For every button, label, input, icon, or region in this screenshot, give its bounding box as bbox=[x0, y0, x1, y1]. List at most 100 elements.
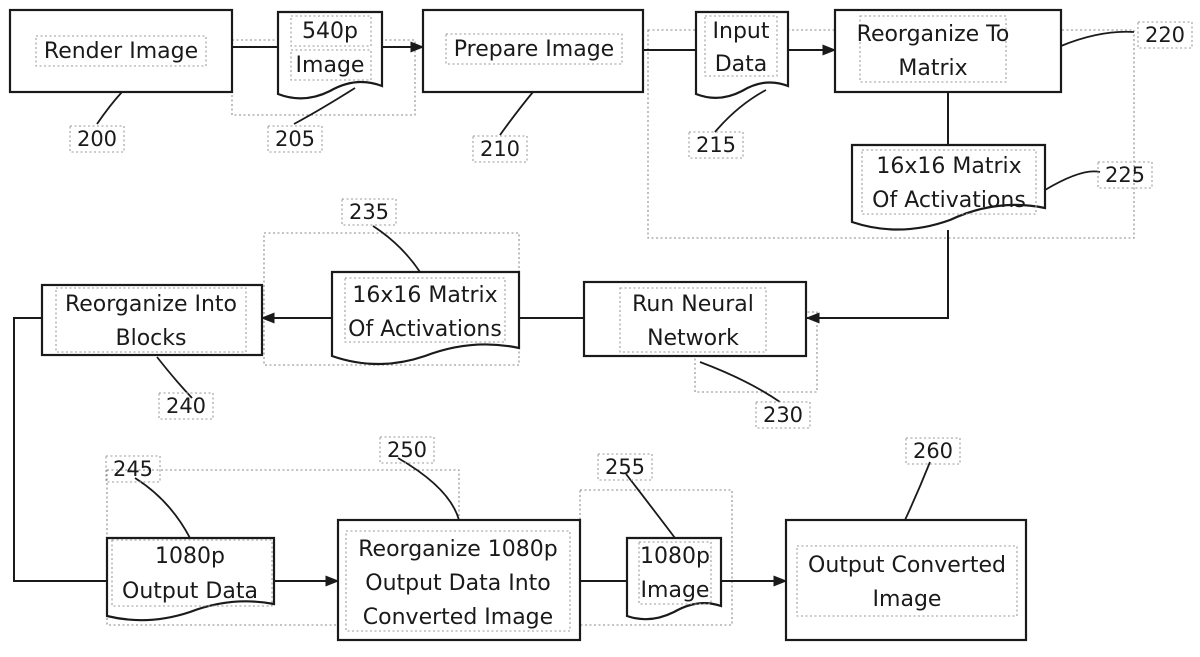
ref-label-245: 245 bbox=[113, 457, 153, 481]
node-label-220-line1: Reorganize To bbox=[857, 22, 1010, 47]
ref-label-225: 225 bbox=[1105, 163, 1145, 187]
node-label-230-line1: Run Neural bbox=[632, 292, 754, 317]
highlight-235 bbox=[344, 277, 506, 343]
node-label-260-line1: Output Converted bbox=[808, 553, 1006, 578]
node-label-215-line1: Input bbox=[713, 19, 770, 44]
node-label-205-line1: 540p bbox=[302, 19, 358, 44]
node-label-230-line2: Network bbox=[647, 326, 739, 351]
node-label-240-line1: Reorganize Into bbox=[65, 292, 237, 317]
node-label-255-line1: 1080p bbox=[640, 544, 710, 569]
ref-box-250 bbox=[379, 436, 435, 464]
highlight-220 bbox=[859, 15, 1007, 83]
node-label-260-line2: Image bbox=[873, 587, 942, 612]
ref-box-255 bbox=[597, 453, 653, 481]
leader-240 bbox=[156, 356, 193, 399]
leader-260 bbox=[904, 461, 931, 521]
ref-box-260 bbox=[905, 437, 961, 465]
connector-240-245 bbox=[13, 317, 107, 582]
leader-215 bbox=[714, 89, 767, 133]
ref-box-200 bbox=[69, 125, 125, 153]
highlight-225 bbox=[861, 149, 1037, 215]
leader-255 bbox=[625, 473, 676, 539]
node-label-255-line2: Image bbox=[641, 578, 710, 603]
ref-label-205: 205 bbox=[275, 127, 315, 151]
leader-235 bbox=[372, 225, 421, 273]
highlight-260 bbox=[796, 545, 1018, 617]
ref-box-245 bbox=[105, 455, 161, 483]
leader-250 bbox=[397, 457, 460, 521]
process-box-260 bbox=[784, 518, 1028, 642]
ref-box-205 bbox=[267, 125, 323, 153]
node-label-235-line1: 16x16 Matrix bbox=[352, 283, 497, 308]
highlight-255 bbox=[638, 541, 712, 605]
document-shape-255 bbox=[625, 536, 723, 621]
ref-box-240 bbox=[158, 392, 214, 420]
connectors bbox=[13, 41, 949, 587]
ref-box-210 bbox=[472, 135, 528, 163]
highlight-205-line2 bbox=[290, 49, 372, 81]
node-label-245-line1: 1080p bbox=[155, 544, 225, 569]
node-label-225-line2: Of Activations bbox=[872, 188, 1026, 213]
node-label-215-line2: Data bbox=[715, 52, 768, 77]
node-label-205-line2: Image bbox=[296, 53, 365, 78]
ref-box-215 bbox=[688, 131, 744, 159]
highlight-245 bbox=[111, 539, 273, 607]
highlight-215 bbox=[704, 15, 778, 77]
process-boxes bbox=[8, 8, 1063, 642]
leader-210 bbox=[499, 91, 534, 136]
arrow-225-230 bbox=[805, 230, 949, 324]
ref-box-225 bbox=[1097, 161, 1153, 189]
ref-label-210: 210 bbox=[480, 137, 520, 161]
process-box-210 bbox=[421, 8, 645, 94]
ref-box-230 bbox=[755, 401, 811, 429]
document-shape-225 bbox=[850, 143, 1047, 231]
ref-box-220 bbox=[1137, 21, 1193, 49]
ref-label-240: 240 bbox=[166, 394, 206, 418]
process-box-220 bbox=[833, 8, 1063, 94]
process-box-230 bbox=[582, 280, 808, 358]
leader-205 bbox=[293, 87, 356, 125]
text-highlights bbox=[35, 15, 1037, 632]
ref-label-215: 215 bbox=[696, 133, 736, 157]
document-shape-205 bbox=[276, 10, 384, 100]
ref-label-260: 260 bbox=[913, 439, 953, 463]
highlight-230 bbox=[619, 287, 767, 353]
node-labels: Render Image 540p Image Prepare Image In… bbox=[44, 19, 1026, 630]
highlight-205-line1 bbox=[290, 15, 372, 47]
node-label-220-line2: Matrix bbox=[898, 56, 967, 81]
highlight-200 bbox=[35, 35, 207, 67]
node-label-250-line3: Converted Image bbox=[363, 605, 553, 630]
node-label-245-line2: Output Data bbox=[122, 579, 258, 604]
highlight-240 bbox=[55, 287, 247, 353]
leader-230 bbox=[699, 361, 781, 403]
reference-leaders bbox=[96, 30, 1135, 539]
process-box-240 bbox=[40, 283, 264, 357]
highlight-210 bbox=[445, 33, 623, 65]
leader-220 bbox=[1060, 30, 1135, 47]
process-box-250 bbox=[336, 518, 582, 642]
reference-numerals: 200 205 210 215 220 225 235 230 240 245 … bbox=[69, 21, 1193, 483]
ref-box-235 bbox=[341, 198, 397, 226]
leader-200 bbox=[96, 91, 123, 125]
document-shape-235 bbox=[330, 270, 521, 366]
node-label-210: Prepare Image bbox=[454, 37, 614, 62]
node-label-200: Render Image bbox=[44, 39, 198, 64]
node-label-235-line2: Of Activations bbox=[348, 317, 502, 342]
ref-label-230: 230 bbox=[763, 403, 803, 427]
document-shape-245 bbox=[105, 536, 276, 622]
node-label-225-line1: 16x16 Matrix bbox=[876, 154, 1021, 179]
ref-label-235: 235 bbox=[349, 200, 389, 224]
ref-label-220: 220 bbox=[1145, 23, 1185, 47]
ref-label-255: 255 bbox=[605, 455, 645, 479]
leader-245 bbox=[134, 477, 191, 539]
document-shapes bbox=[105, 10, 1047, 622]
leader-225 bbox=[1044, 170, 1101, 191]
ref-label-250: 250 bbox=[387, 438, 427, 462]
node-label-240-line2: Blocks bbox=[116, 326, 187, 351]
ref-label-200: 200 bbox=[77, 127, 117, 151]
node-label-250-line1: Reorganize 1080p bbox=[358, 537, 557, 562]
node-label-250-line2: Output Data Into bbox=[365, 571, 550, 596]
frame-230 bbox=[694, 311, 818, 393]
